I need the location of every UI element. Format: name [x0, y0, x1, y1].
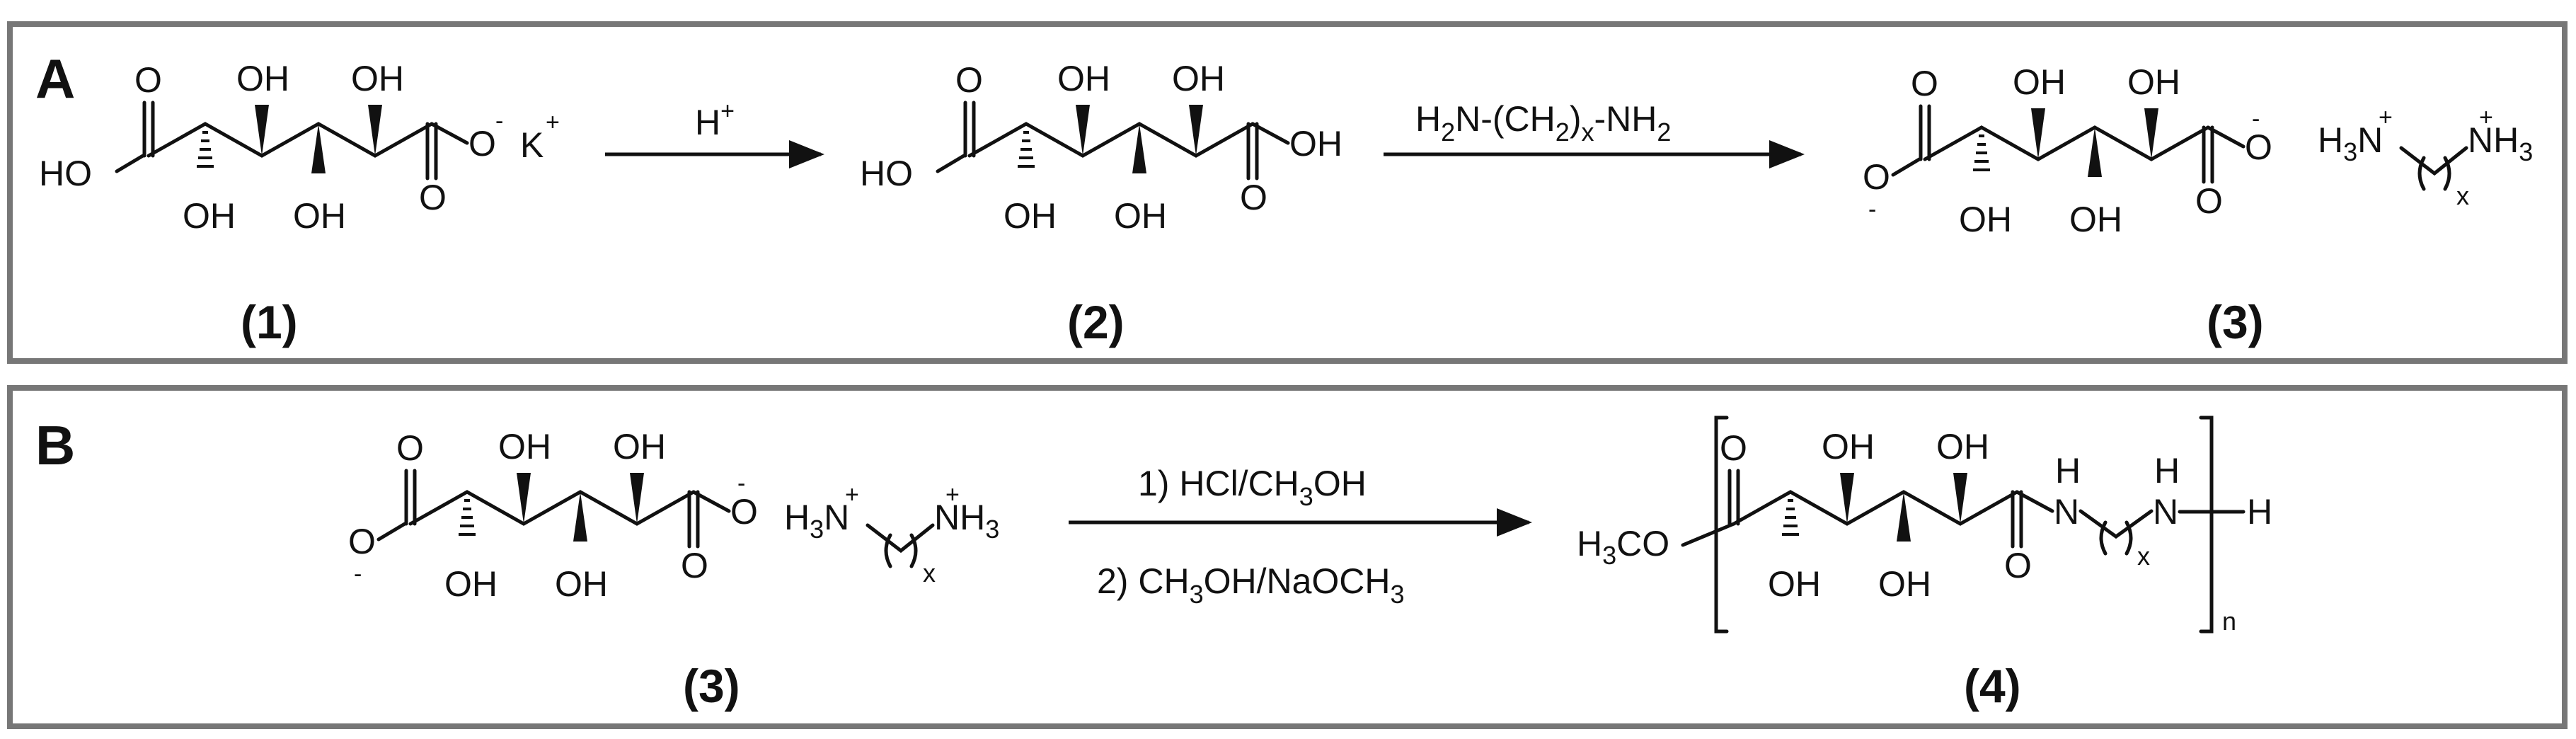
diammonium-b: H3N + x NH3 + — [784, 481, 999, 588]
svg-text:OH: OH — [2013, 62, 2066, 102]
svg-text:O: O — [1911, 64, 1938, 103]
svg-text:OH: OH — [1057, 59, 1110, 98]
svg-text:OH: OH — [236, 59, 289, 98]
diammonium-a: H3N + x NH3 + — [2318, 104, 2533, 210]
panel-b-label: B — [35, 414, 75, 476]
compound-3-label-b: (3) — [683, 660, 740, 712]
panel-a-frame — [7, 21, 2568, 364]
svg-text:OH: OH — [1822, 427, 1875, 466]
svg-text:+: + — [945, 481, 960, 508]
compound-2-structure: O HO OH OH OH OH O OH — [860, 59, 1342, 236]
svg-text:OH: OH — [351, 59, 404, 98]
svg-text:O: O — [2245, 127, 2272, 167]
svg-text:O: O — [730, 492, 758, 532]
reagent-step-1: 1) HCl/CH3OH — [1138, 464, 1367, 511]
svg-text:H3N: H3N — [2318, 120, 2383, 166]
svg-text:OH: OH — [293, 196, 346, 236]
svg-text:+: + — [2479, 104, 2493, 131]
svg-text:x: x — [2456, 181, 2469, 210]
svg-text:K: K — [520, 125, 544, 165]
svg-text:O: O — [348, 522, 376, 561]
svg-text:NH3: NH3 — [2468, 120, 2533, 166]
svg-text:HO: HO — [39, 154, 92, 193]
svg-text:N: N — [2153, 492, 2178, 532]
svg-text:x: x — [923, 558, 936, 588]
svg-text:OH: OH — [2127, 62, 2180, 102]
svg-text:OH: OH — [613, 427, 666, 466]
svg-text:H: H — [2154, 451, 2180, 491]
svg-text:H3CO: H3CO — [1577, 524, 1669, 570]
svg-text:O: O — [134, 60, 162, 100]
compound-3-structure-a: O O - OH OH OH OH O O - — [1863, 62, 2272, 239]
svg-text:O: O — [1720, 428, 1747, 468]
reagent-acid: H+ — [695, 98, 735, 142]
svg-text:OH: OH — [1959, 200, 2012, 239]
svg-text:+: + — [546, 109, 560, 136]
svg-text:OH: OH — [1172, 59, 1225, 98]
svg-text:OH: OH — [1289, 124, 1342, 164]
svg-text:O: O — [2004, 546, 2032, 585]
panel-b-frame — [7, 385, 2568, 729]
svg-text:x: x — [2137, 542, 2150, 571]
compound-4-label: (4) — [1964, 660, 2021, 712]
svg-text:-: - — [354, 561, 362, 588]
svg-text:O: O — [396, 428, 424, 468]
svg-text:+: + — [2379, 104, 2393, 131]
svg-text:HO: HO — [860, 154, 913, 193]
svg-text:OH: OH — [498, 427, 551, 466]
svg-text:-: - — [2252, 105, 2260, 132]
svg-text:OH: OH — [444, 564, 498, 604]
svg-text:O: O — [2195, 181, 2223, 221]
compound-4-structure: H3CO O OH OH OH OH O N H x N H H n — [1577, 416, 2272, 636]
svg-text:NH3: NH3 — [934, 498, 999, 544]
svg-text:O: O — [468, 124, 496, 164]
svg-text:H: H — [2247, 492, 2272, 532]
svg-text:N: N — [2054, 492, 2079, 532]
svg-text:n: n — [2222, 607, 2236, 636]
svg-text:OH: OH — [1936, 427, 1989, 466]
svg-text:H: H — [2055, 451, 2081, 491]
svg-text:-: - — [495, 108, 503, 134]
svg-text:O: O — [681, 546, 708, 585]
svg-text:OH: OH — [1004, 196, 1057, 236]
svg-text:OH: OH — [1768, 564, 1821, 604]
svg-text:OH: OH — [2069, 200, 2122, 239]
svg-text:O: O — [1863, 157, 1890, 197]
svg-text:O: O — [955, 60, 983, 100]
compound-2-label: (2) — [1067, 296, 1125, 348]
reagent-diamine: H2N-(CH2)x-NH2 — [1415, 99, 1671, 147]
compound-1-label: (1) — [241, 296, 298, 348]
svg-text:OH: OH — [183, 196, 236, 236]
svg-text:O: O — [1240, 178, 1267, 217]
svg-text:O: O — [419, 178, 447, 217]
compound-3-label-a: (3) — [2207, 296, 2264, 348]
reagent-step-2: 2) CH3OH/NaOCH3 — [1097, 561, 1405, 609]
compound-3-structure-b: O O - OH OH OH OH O O - — [348, 427, 758, 604]
svg-text:-: - — [1868, 196, 1876, 223]
panel-a-label: A — [35, 47, 75, 110]
svg-text:H3N: H3N — [784, 498, 849, 544]
svg-text:OH: OH — [1878, 564, 1931, 604]
svg-text:OH: OH — [555, 564, 608, 604]
svg-text:OH: OH — [1114, 196, 1167, 236]
svg-text:-: - — [737, 470, 745, 497]
svg-text:+: + — [845, 481, 859, 508]
compound-1-structure: O HO OH OH OH OH O O - K + — [39, 59, 560, 236]
